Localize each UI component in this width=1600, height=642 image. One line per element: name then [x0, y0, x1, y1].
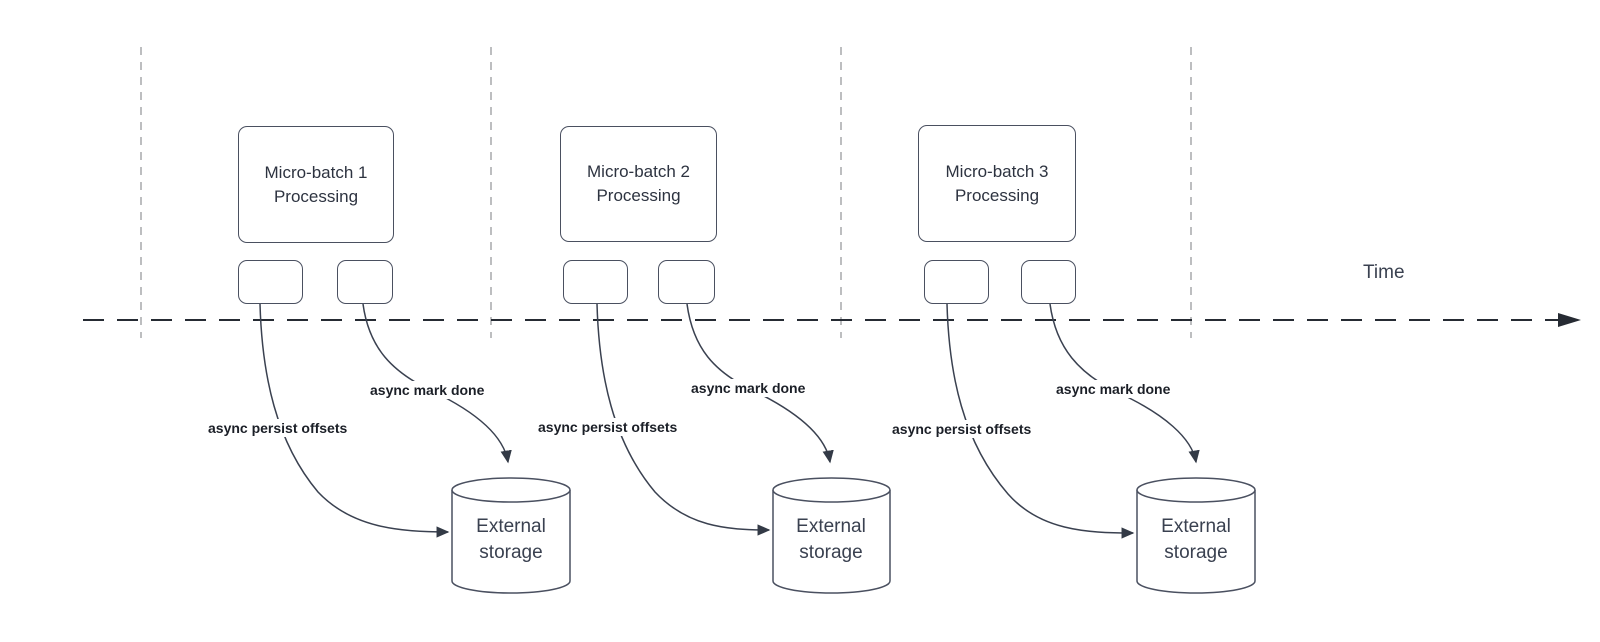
persist-offsets-label: async persist offsets	[205, 419, 351, 437]
micro-batch-title: Micro-batch 3	[945, 161, 1049, 181]
micro-batch-title: Micro-batch 1	[264, 162, 368, 182]
external-storage-label: External storage	[796, 514, 866, 566]
mark-done-task-box	[1021, 260, 1076, 304]
persist-offsets-arrow	[596, 303, 771, 536]
mark-done-task-box	[658, 260, 715, 304]
mark-done-label: async mark done	[1053, 380, 1174, 398]
external-storage-line1: External	[1161, 516, 1231, 537]
external-storage-line2: storage	[1164, 542, 1228, 563]
micro-batch-subtitle: Processing	[273, 186, 359, 206]
micro-batch-subtitle: Processing	[954, 185, 1040, 205]
external-storage-line1: External	[476, 516, 546, 537]
external-storage-line2: storage	[479, 542, 543, 563]
mark-done-label: async mark done	[367, 381, 488, 399]
external-storage-cylinder	[772, 477, 891, 594]
micro-batch-2-processing-box: Micro-batch 2 Processing	[560, 126, 717, 242]
persist-offsets-arrow	[259, 303, 450, 538]
persist-offsets-task-box	[238, 260, 303, 304]
micro-batch-1-processing-box: Micro-batch 1 Processing	[238, 126, 394, 243]
external-storage-line2: storage	[799, 542, 863, 563]
micro-batch-subtitle: Processing	[596, 186, 681, 205]
external-storage-cylinder	[451, 477, 571, 594]
micro-batch-title: Micro-batch 2	[587, 162, 690, 181]
external-storage-label: External storage	[1161, 514, 1231, 566]
external-storage-label: External storage	[476, 514, 546, 566]
persist-offsets-task-box	[563, 260, 628, 304]
persist-offsets-label: async persist offsets	[889, 420, 1035, 438]
timeline-arrowhead-icon	[1558, 313, 1581, 327]
mark-done-task-box	[337, 260, 393, 304]
timeline-axis	[83, 313, 1581, 327]
mark-done-label: async mark done	[688, 379, 809, 397]
micro-batch-3-processing-box: Micro-batch 3 Processing	[918, 125, 1076, 242]
external-storage-line1: External	[796, 516, 866, 537]
persist-offsets-label: async persist offsets	[535, 418, 681, 436]
time-axis-label: Time	[1363, 262, 1405, 283]
external-storage-cylinder	[1136, 477, 1256, 594]
persist-offsets-task-box	[924, 260, 989, 304]
persist-offsets-arrow	[946, 303, 1135, 539]
